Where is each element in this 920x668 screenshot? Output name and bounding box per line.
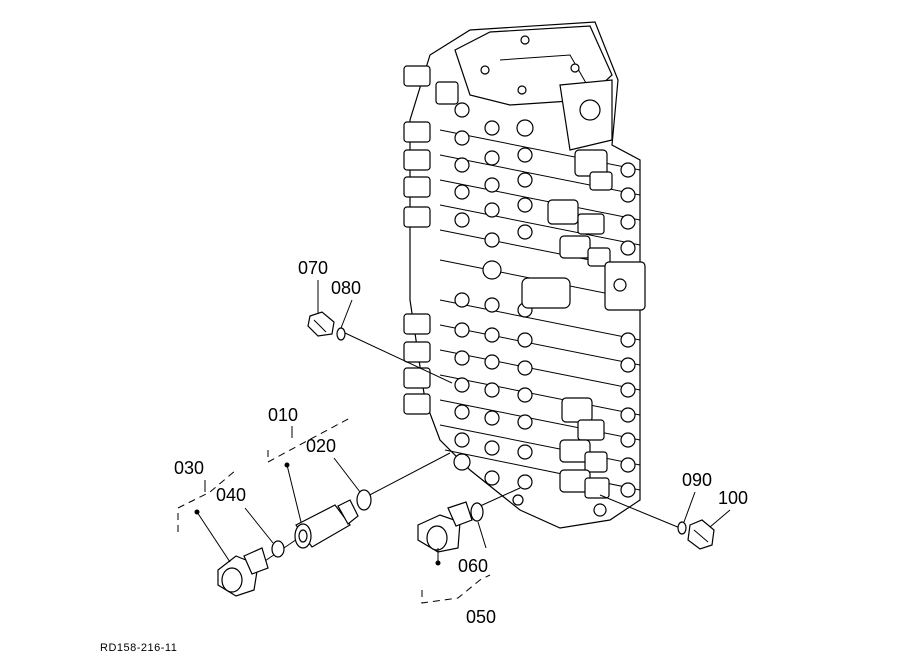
part-010-connector — [267, 417, 359, 549]
callout-030: 030 — [174, 458, 204, 478]
part-050-elbow-fitting — [417, 501, 491, 604]
assembly-lines — [261, 332, 681, 564]
callout-050: 050 — [466, 607, 496, 627]
part-020-o-ring — [333, 457, 372, 511]
callout-060: 060 — [458, 556, 488, 576]
callout-040: 040 — [216, 485, 246, 505]
callout-080: 080 — [331, 278, 361, 298]
callout-070: 070 — [298, 258, 328, 278]
part-090-o-ring — [677, 491, 696, 535]
part-100-plug — [687, 509, 731, 550]
part-070-plug — [307, 280, 335, 337]
control-valve-assembly — [403, 21, 646, 529]
part-040-o-ring — [244, 507, 285, 558]
part-060-o-ring — [470, 502, 487, 549]
right-relief-valves — [512, 149, 646, 517]
callout-090: 090 — [682, 470, 712, 490]
left-spool-caps — [403, 65, 459, 415]
part-030-elbow-fitting — [177, 469, 269, 597]
callout-100: 100 — [718, 488, 748, 508]
callout-labels: 010 020 030 040 050 060 070 080 090 100 — [174, 258, 748, 627]
callout-020: 020 — [306, 436, 336, 456]
callout-010: 010 — [268, 405, 298, 425]
drawing-code: RD158-216-11 — [100, 642, 177, 654]
port-holes — [453, 102, 534, 490]
part-080-o-ring — [336, 299, 353, 341]
